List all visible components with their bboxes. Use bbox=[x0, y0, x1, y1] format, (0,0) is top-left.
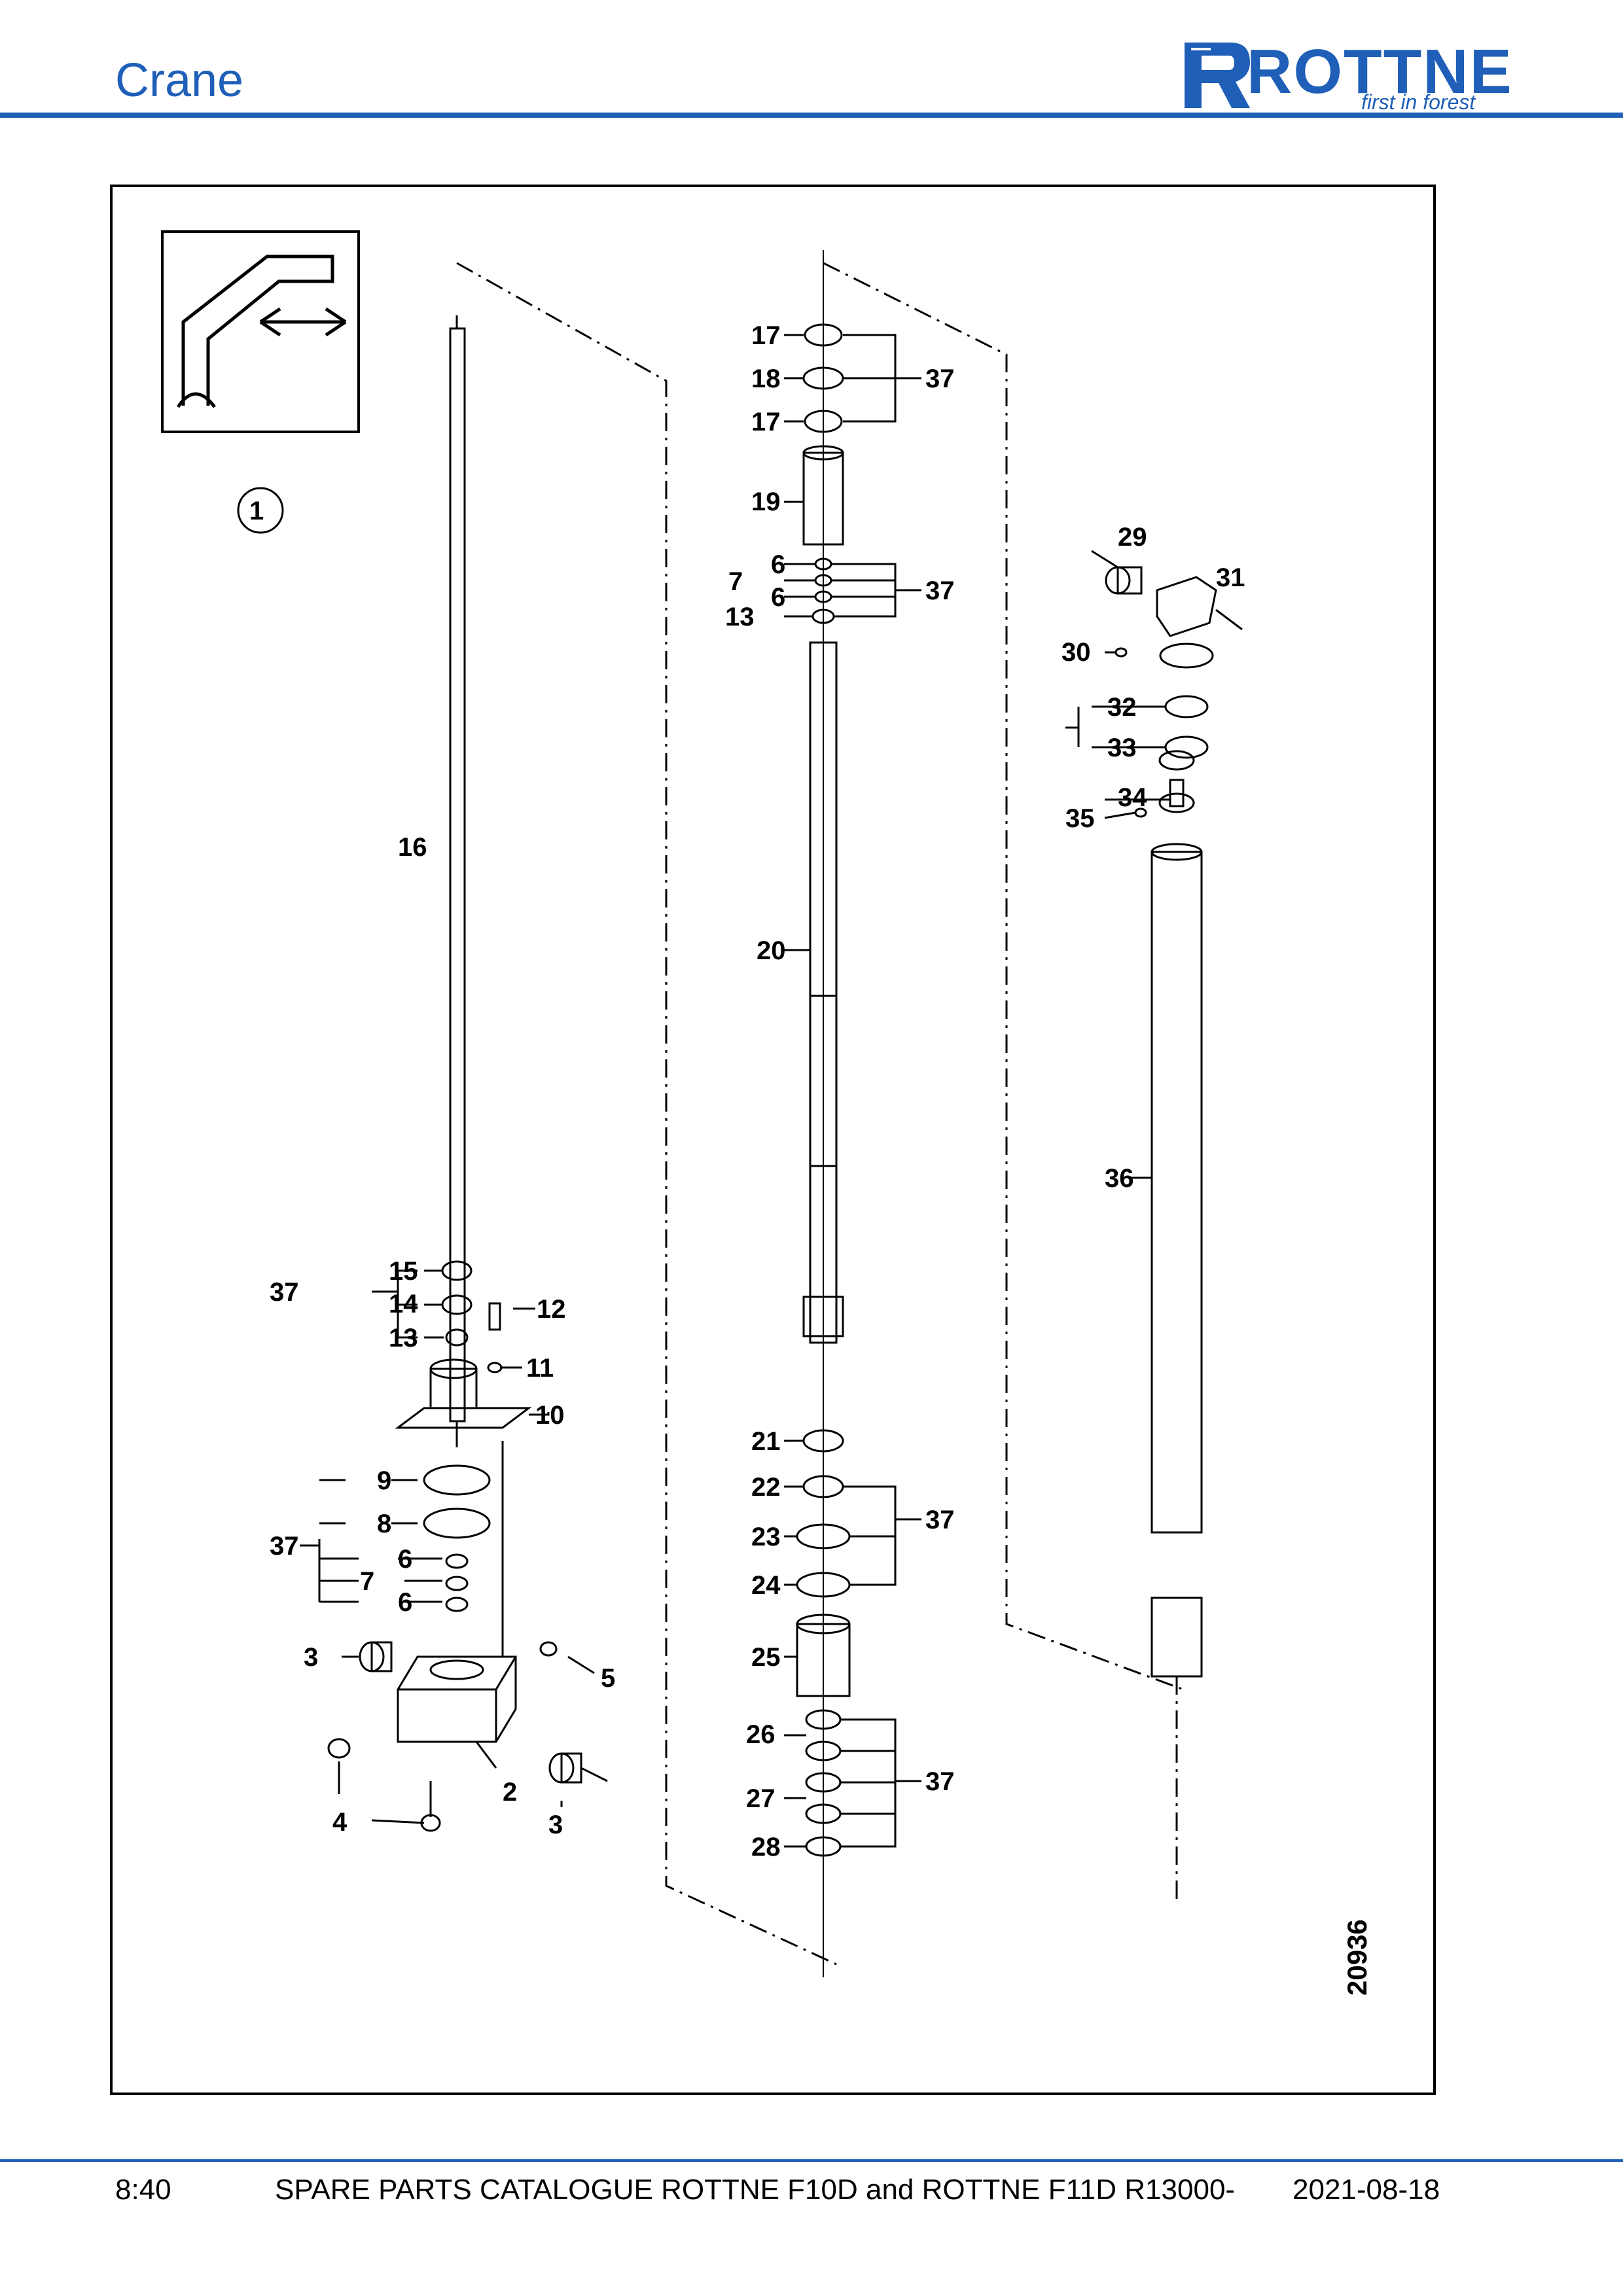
crane-function-icon bbox=[161, 230, 360, 433]
part-label-9: 9 bbox=[377, 1466, 391, 1495]
catalogue-title: SPARE PARTS CATALOGUE ROTTNE F10D and RO… bbox=[275, 2174, 1236, 2206]
part-label-17: 17 bbox=[751, 408, 781, 436]
part-label-21: 21 bbox=[751, 1427, 781, 1456]
part-label-29: 29 bbox=[1118, 523, 1147, 552]
exploded-parts-drawing: 1 2 3 3 4 5 6 6 6 6 7 7 8 9 10 11 12 13 … bbox=[161, 230, 1245, 1977]
part-label-37: 37 bbox=[925, 1506, 955, 1534]
part-label-22: 22 bbox=[751, 1473, 781, 1502]
logo-tagline: first in forest bbox=[1361, 90, 1476, 114]
part-label-17: 17 bbox=[751, 321, 781, 350]
part-label-12: 12 bbox=[537, 1295, 566, 1324]
part-label-32: 32 bbox=[1107, 693, 1137, 722]
rottne-logo-icon bbox=[1185, 43, 1250, 108]
part-label-28: 28 bbox=[751, 1833, 781, 1862]
part-label-36: 36 bbox=[1105, 1164, 1134, 1193]
part-label-3: 3 bbox=[548, 1810, 563, 1839]
part-label-37: 37 bbox=[270, 1532, 299, 1561]
part-label-35: 35 bbox=[1065, 804, 1095, 833]
part-label-30: 30 bbox=[1061, 638, 1091, 667]
callout-number: 1 bbox=[249, 497, 264, 525]
logo-word: ROTTNE bbox=[1247, 37, 1513, 107]
footer-rule bbox=[0, 2159, 1623, 2162]
part-label-4: 4 bbox=[332, 1808, 348, 1837]
part-label-27: 27 bbox=[746, 1784, 776, 1813]
part-label-5: 5 bbox=[601, 1664, 615, 1693]
catalogue-date: 2021-08-18 bbox=[1293, 2174, 1440, 2206]
part-label-24: 24 bbox=[751, 1571, 781, 1600]
part-label-13: 13 bbox=[725, 603, 755, 631]
part-label-6: 6 bbox=[398, 1588, 412, 1617]
part-label-33: 33 bbox=[1107, 733, 1137, 762]
part-label-18: 18 bbox=[751, 364, 781, 393]
part-label-11: 11 bbox=[526, 1354, 554, 1383]
part-label-20: 20 bbox=[757, 936, 786, 965]
part-label-8: 8 bbox=[377, 1510, 391, 1538]
part-label-37: 37 bbox=[925, 364, 955, 393]
part-label-16: 16 bbox=[398, 833, 427, 862]
part-label-14: 14 bbox=[389, 1290, 418, 1318]
part-label-26: 26 bbox=[746, 1720, 776, 1749]
part-label-7: 7 bbox=[728, 567, 743, 596]
part-label-2: 2 bbox=[503, 1778, 517, 1807]
part-label-10: 10 bbox=[535, 1401, 565, 1430]
part-label-3: 3 bbox=[304, 1643, 318, 1672]
part-label-13: 13 bbox=[389, 1324, 418, 1352]
part-label-37: 37 bbox=[270, 1278, 299, 1307]
part-label-6: 6 bbox=[398, 1545, 412, 1574]
part-label-6: 6 bbox=[771, 583, 785, 612]
section-title: Crane bbox=[115, 54, 244, 107]
part-label-23: 23 bbox=[751, 1523, 781, 1551]
drawing-number: 20936 bbox=[1342, 1919, 1372, 1996]
part-label-19: 19 bbox=[751, 487, 781, 516]
drawing-frame bbox=[110, 185, 1436, 2095]
part-label-37: 37 bbox=[925, 576, 955, 605]
part-label-25: 25 bbox=[751, 1643, 781, 1672]
header-rule bbox=[0, 113, 1623, 118]
part-label-34: 34 bbox=[1118, 783, 1147, 812]
part-label-15: 15 bbox=[389, 1257, 418, 1286]
part-label-7: 7 bbox=[360, 1567, 374, 1596]
callout-circle bbox=[237, 487, 284, 534]
page-number: 8:40 bbox=[115, 2174, 171, 2206]
part-label-6: 6 bbox=[771, 550, 785, 579]
part-label-31: 31 bbox=[1216, 563, 1245, 592]
part-label-37: 37 bbox=[925, 1767, 955, 1796]
